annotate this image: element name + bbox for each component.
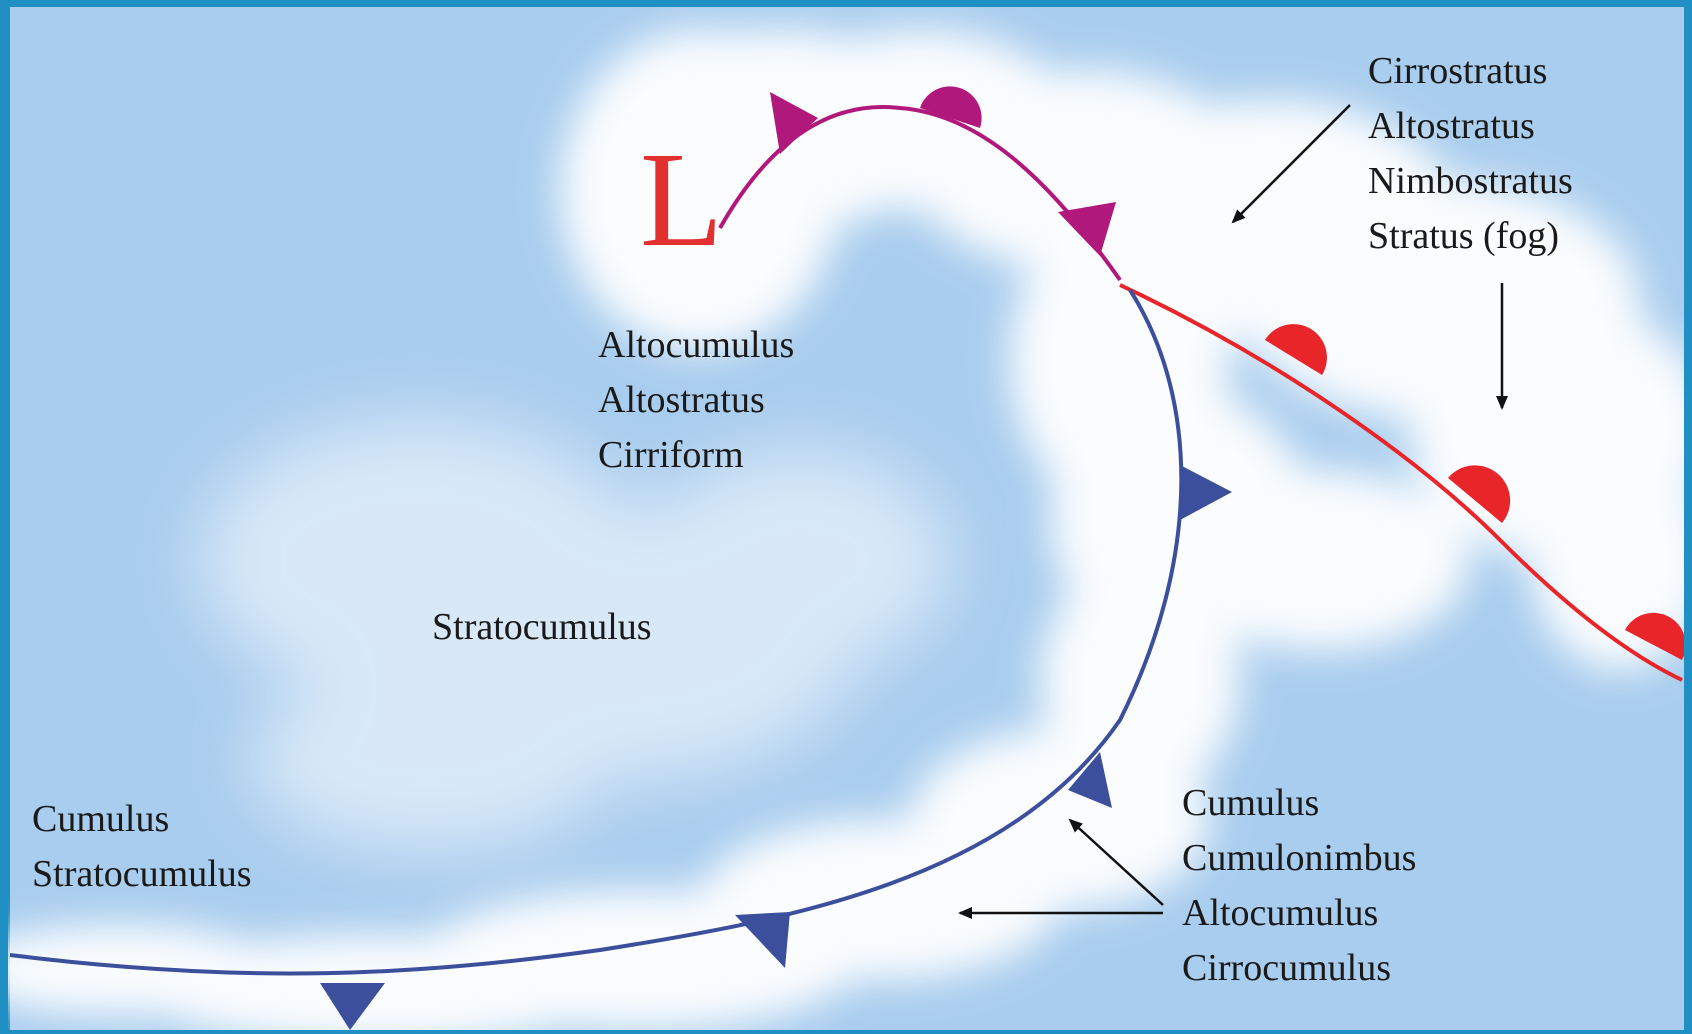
occluded-front-semicircle bbox=[920, 86, 982, 128]
occluded-front-line bbox=[718, 105, 1122, 282]
cloud-type-label: Stratus (fog) bbox=[1368, 215, 1560, 257]
cloud-type-label: Altostratus bbox=[598, 379, 765, 421]
warm-front-semicircle bbox=[1625, 612, 1686, 660]
cold-front-triangle bbox=[1068, 752, 1112, 808]
cold-front-triangle bbox=[1180, 465, 1232, 520]
warm-front-cloud-labels: Cirrostratus Altostratus Nimbostratus St… bbox=[1368, 44, 1573, 264]
cloud-type-label: Nimbostratus bbox=[1368, 160, 1573, 202]
warm-front-line bbox=[1119, 283, 1683, 682]
occluded-front-triangle bbox=[1058, 202, 1116, 256]
warm-front-semicircle bbox=[1265, 324, 1327, 375]
cold-front-cloud-labels: Cumulus Cumulonimbus Altocumulus Cirrocu… bbox=[1182, 776, 1416, 996]
cloud-type-label: Stratocumulus bbox=[32, 853, 252, 895]
cloud-band bbox=[0, 30, 1692, 1034]
behind-cold-front-cloud-labels: Cumulus Stratocumulus bbox=[32, 792, 252, 902]
cold-front-triangle bbox=[735, 912, 790, 968]
warm-sector-cloud-labels: Stratocumulus bbox=[432, 600, 652, 655]
occluded-front-triangle bbox=[770, 92, 818, 154]
cloud-type-label: Cirriform bbox=[598, 434, 744, 476]
cloud-patch-warm-sector bbox=[200, 420, 950, 850]
cloud-type-label: Cumulus bbox=[1182, 782, 1320, 824]
cloud-type-label: Cumulus bbox=[32, 798, 170, 840]
cold-front-triangle bbox=[320, 983, 385, 1030]
cloud-type-label: Altocumulus bbox=[598, 324, 795, 366]
cold-front-cloud-arrow bbox=[1068, 818, 1164, 906]
cloud-type-label: Altocumulus bbox=[1182, 892, 1379, 934]
warm-front-semicircle bbox=[1448, 465, 1511, 523]
cloud-type-label: Cumulonimbus bbox=[1182, 837, 1417, 879]
occlusion-cloud-labels: Altocumulus Altostratus Cirriform bbox=[598, 318, 794, 483]
warm-front-cloud-arrow bbox=[1231, 104, 1351, 224]
cloud-type-label: Altostratus bbox=[1368, 105, 1535, 147]
cloud-type-label: Stratocumulus bbox=[432, 606, 652, 648]
cloud-type-label: Cirrostratus bbox=[1368, 50, 1548, 92]
cloud-type-label: Cirrocumulus bbox=[1182, 947, 1391, 989]
low-pressure-symbol: L bbox=[640, 125, 724, 275]
